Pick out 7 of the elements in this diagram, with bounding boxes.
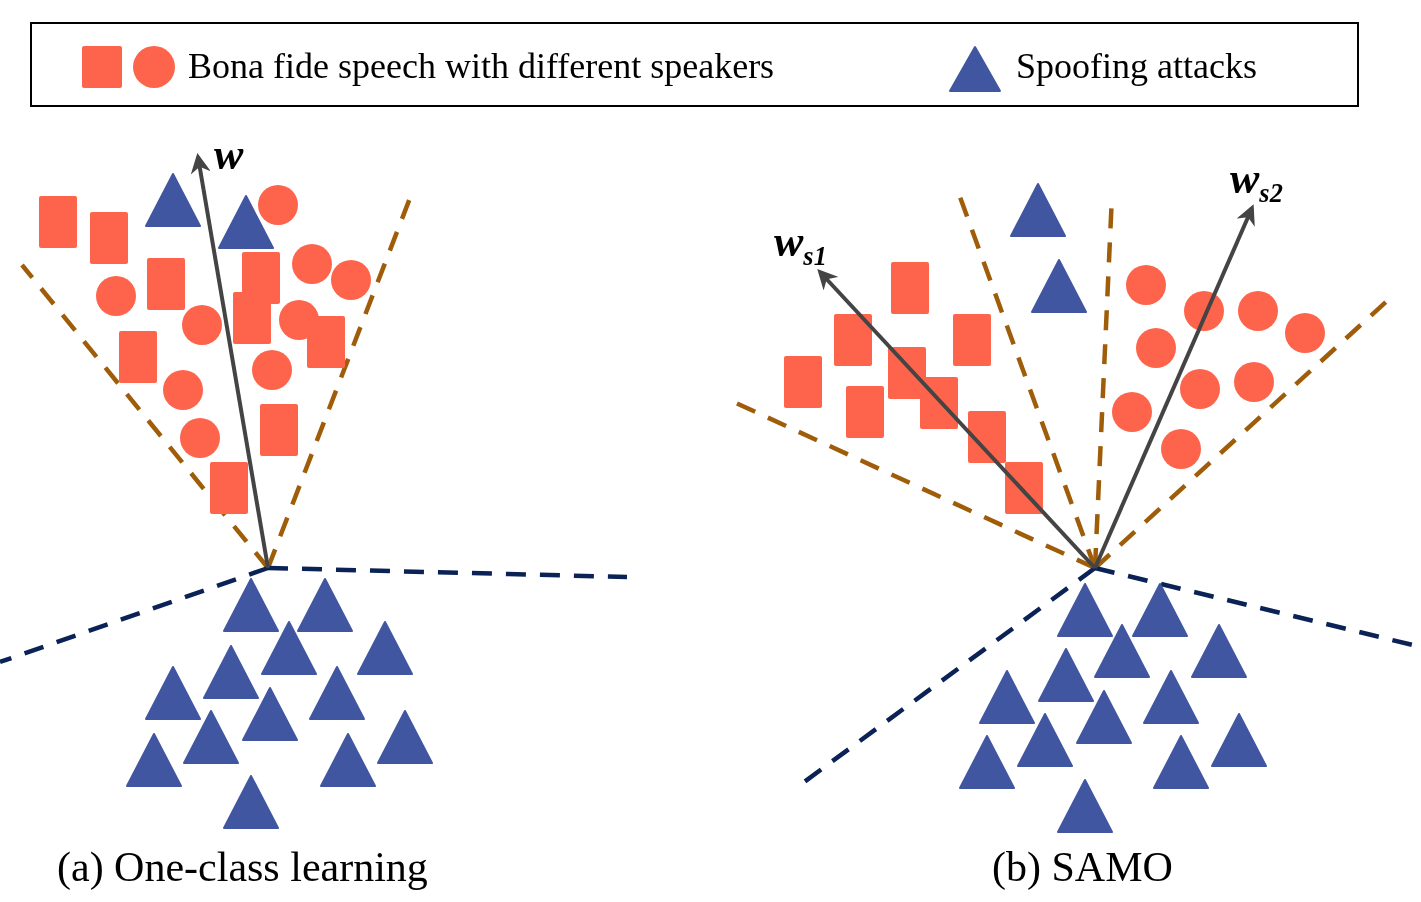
vector-label: w$_{s1}$ (774, 220, 827, 270)
legend-label: Spoofing attacks (1016, 48, 1257, 84)
panel-caption: (a) One-class learning (57, 846, 428, 888)
vector-label: w (214, 133, 244, 177)
legend-label: Bona fide speech with different speakers (188, 48, 775, 84)
panel-caption: (b) SAMO (992, 846, 1173, 888)
vector-label: w$_{s2}$ (1230, 157, 1283, 207)
